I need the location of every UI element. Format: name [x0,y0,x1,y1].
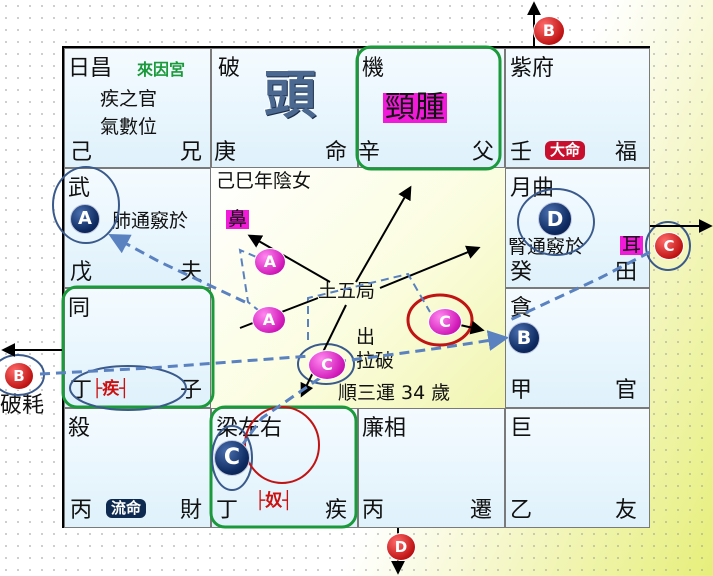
center-year-gender: 己巳年陰女 [216,170,312,192]
marker-center-c1: C [428,308,462,336]
dash-flow-center-box [307,272,431,340]
dash-flow-bottom [238,376,321,449]
top-right-badge: 大命 [545,141,586,160]
oval-yue [517,188,595,256]
palace-top-left [64,48,211,168]
mid-right-2-stars: 貪 [510,296,533,321]
red-oval-liang [244,406,320,484]
top-3-highlight: 頸腫 [383,90,447,125]
red-oval-center-c [406,293,474,347]
marker-tan-b: B [508,322,540,354]
dash-flow-right [335,330,510,364]
bot-2-name: 疾 [325,498,348,523]
mid-left-1-note: 肺通竅於 [112,210,189,232]
center-panel [211,168,505,408]
bot-left-stars: 殺 [68,416,91,441]
mid-right-1-note-hl: 耳 [620,234,644,256]
top-left-note1: 疾之官 [100,88,158,110]
top-2-big-char: 頭 [264,66,317,126]
top-2-stem: 庚 [214,140,237,165]
oval-wu [52,166,120,244]
marker-center-a1: A [254,248,286,276]
top-3-stem: 辛 [358,140,381,165]
bot-left-name: 財 [180,498,203,523]
bot-2-stem: 丁 [216,498,239,523]
mid-left-2-stars: 同 [68,296,91,321]
top-right-stem: 壬 [510,140,533,165]
center-out-label: 出 [356,326,376,348]
oval-tong-bracket [69,365,187,411]
mid-right-2-stem: 甲 [510,378,533,403]
dash-flow-left [108,233,246,304]
top-left-tag: 來因宮 [137,60,186,79]
marker-center-c2: C [308,350,346,380]
mid-left-1-note-hl: 鼻 [226,208,250,230]
marker-right-c: C [654,232,684,260]
mid-right-1-stem: 癸 [510,260,533,285]
palace-bot-right [505,408,650,528]
top-right-name: 福 [615,140,638,165]
dash-flow-right-c [509,250,651,322]
green-outline-top-3 [355,45,502,171]
mid-left-1-stem: 戊 [70,260,93,285]
palace-top-right [505,48,650,168]
marker-yue-d: D [538,202,572,236]
arrow-center-c [459,320,485,335]
top-right-stars: 紫府 [510,56,555,81]
arrow-to-top-3 [355,185,412,283]
mid-left-1-stars: 武 [68,176,91,201]
bot-right-name: 友 [615,498,638,523]
top-left-name: 兄 [180,140,203,165]
outside-label-pohao: 破耗 [0,393,45,418]
bot-left-stem: 丙 [70,498,93,523]
marker-top-b: B [533,16,565,46]
top-2-stars: 破 [218,56,241,81]
marker-left-b: B [4,362,34,390]
marker-liang-c: C [214,440,250,476]
oval-right-c [645,221,691,271]
dash-flow-horizontal [39,354,311,376]
marker-center-a2: A [252,306,286,334]
center-luck-age: 順三運 34 歲 [338,382,451,404]
top-3-stars: 機 [362,56,385,81]
marker-bottom-d: D [386,533,416,561]
bot-right-stem: 乙 [510,498,533,523]
top-left-note2: 氣數位 [100,116,158,138]
marker-wu-a: A [70,204,100,234]
bot-3-name: 遷 [470,498,493,523]
palace-bot-3 [358,408,505,528]
bot-right-stars: 巨 [510,416,533,441]
green-outline-mid-left-2 [61,285,215,409]
palace-mid-right-1 [505,168,650,288]
oval-liang-c [211,425,253,491]
top-left-stem: 己 [70,140,93,165]
mid-right-1-stars: 月曲 [510,176,555,201]
bot-3-stars: 廉相 [362,416,407,441]
bot-left-badge: 流命 [106,499,147,518]
arrow-to-left-up [247,234,331,283]
top-3-name: 父 [472,140,495,165]
mid-right-2-name: 官 [615,378,638,403]
palace-top-2 [211,48,358,168]
bot-3-stem: 丙 [362,498,385,523]
bot-2-bracket: ├奴┤ [255,491,293,511]
arrow-to-right [379,245,481,289]
top-left-stars: 日昌 [68,56,113,81]
mid-left-2-stem: 丁 [70,378,93,403]
mid-left-2-bracket: ├疾┤ [92,379,130,399]
top-2-name: 命 [325,140,348,165]
